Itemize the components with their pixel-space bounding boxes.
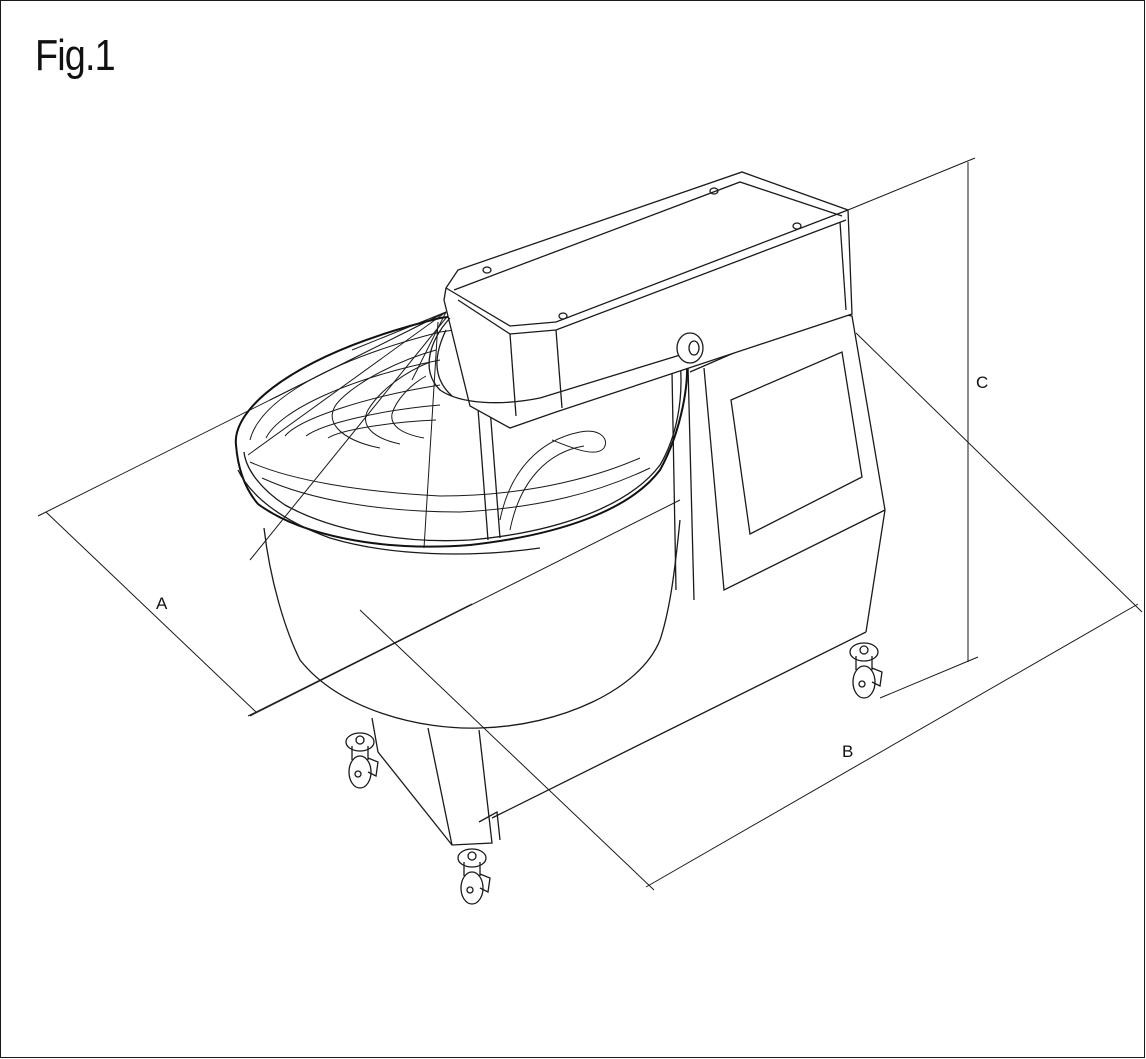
bolt-icon: [482, 266, 492, 274]
caster-wheel-icon: [849, 642, 883, 699]
control-window: [730, 351, 863, 535]
mixer-head: [428, 171, 853, 429]
dimension-a-label: A: [156, 594, 168, 613]
dimension-c: C: [847, 157, 988, 699]
machine-body: [371, 311, 886, 846]
dimension-b: B: [359, 332, 1143, 891]
pivot-knob-icon: [676, 332, 704, 364]
dimension-b-label: B: [842, 742, 853, 761]
bolt-icon: [558, 312, 568, 320]
bolt-icon: [792, 222, 802, 230]
mixing-bowl: [234, 310, 688, 729]
bolt-icon: [709, 187, 719, 195]
caster-wheel-icon: [345, 732, 379, 789]
caster-wheel-icon: [457, 848, 491, 905]
figure-title: Fig.1: [35, 31, 116, 80]
dimension-a: A: [37, 311, 473, 717]
dimension-c-label: C: [976, 373, 988, 392]
